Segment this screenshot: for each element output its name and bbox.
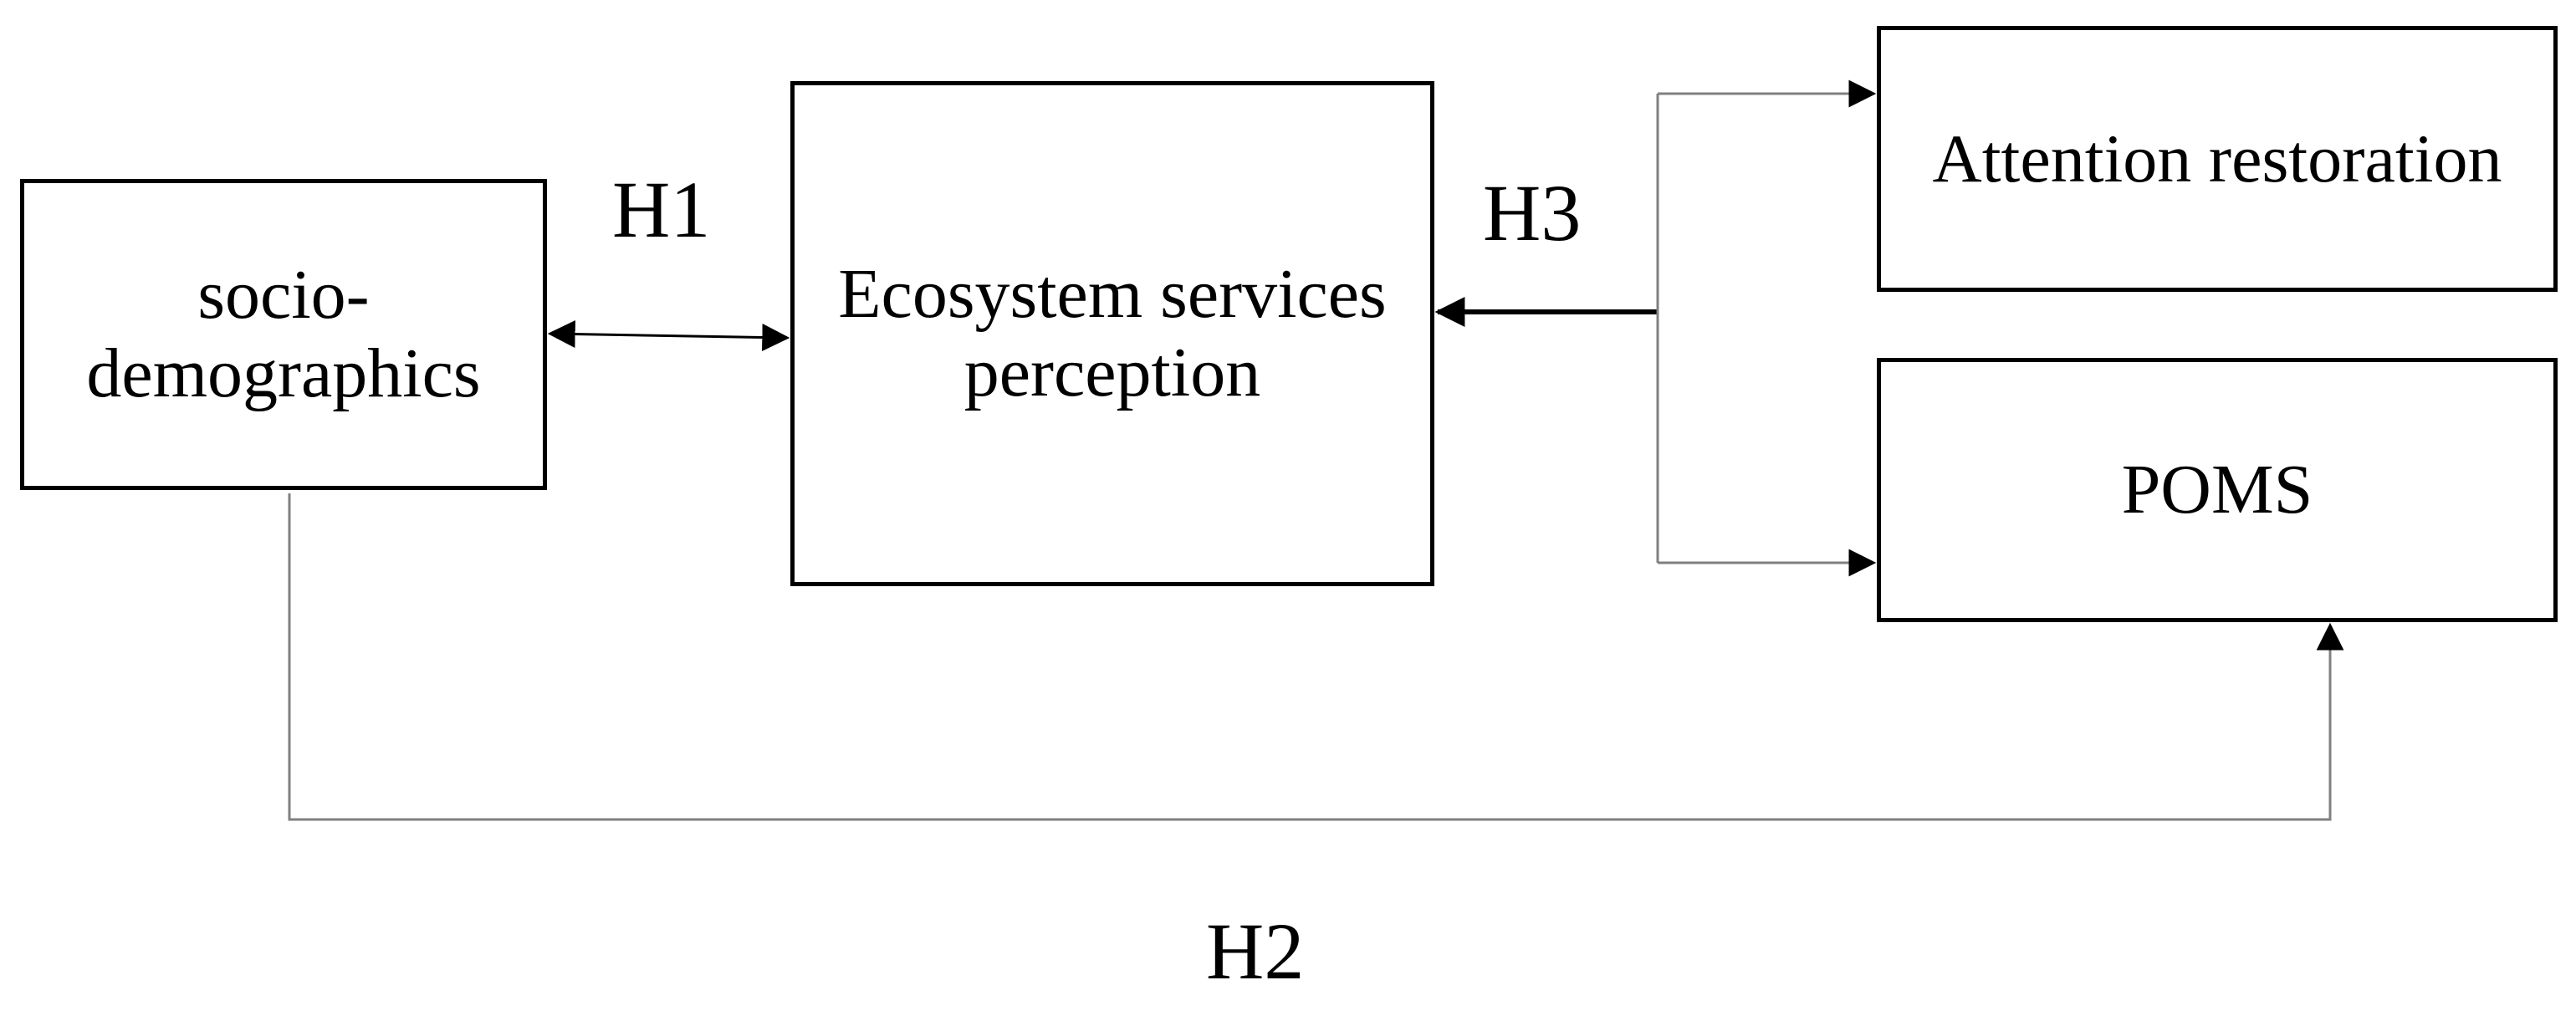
node-socio-demographics: socio- demographics — [20, 179, 547, 490]
node-poms: POMS — [1877, 358, 2558, 622]
node-ecosystem-services-perception: Ecosystem services perception — [790, 81, 1434, 586]
node-ecosystem-services-perception-label: Ecosystem services perception — [838, 254, 1387, 411]
h2-connector — [288, 493, 2344, 821]
edge-label-h1: H1 — [612, 165, 711, 254]
h1-connector — [547, 320, 790, 351]
edge-label-h2: H2 — [1206, 906, 1305, 996]
node-attention-restoration-label: Attention restoration — [1932, 120, 2502, 197]
node-attention-restoration: Attention restoration — [1877, 26, 2558, 292]
node-poms-label: POMS — [2121, 450, 2313, 528]
node-socio-demographics-label: socio- demographics — [86, 255, 481, 412]
edge-label-h3: H3 — [1483, 168, 1582, 258]
